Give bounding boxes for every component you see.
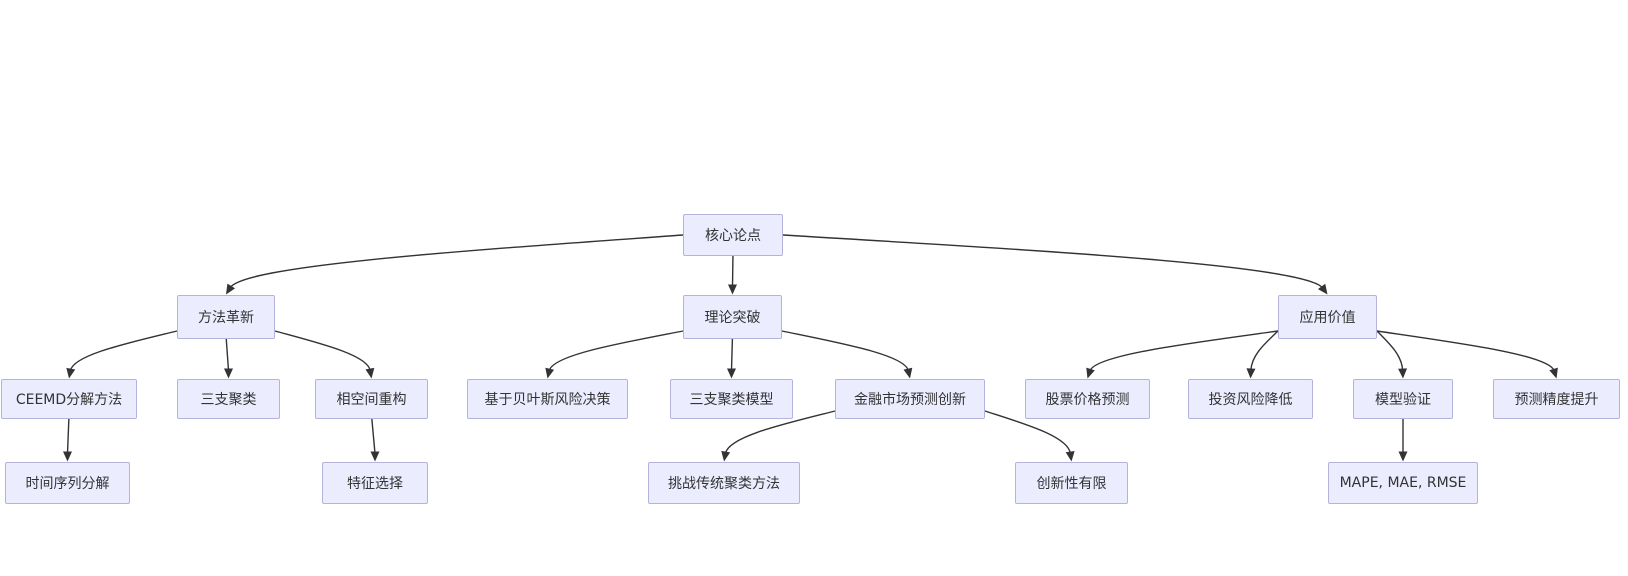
node-feature-selection: 特征选择 (322, 462, 428, 504)
node-method-innovation: 方法革新 (177, 295, 275, 339)
arrowhead-phase-space-reconstruction--feature-selection (370, 451, 380, 462)
node-time-series-decomposition: 时间序列分解 (5, 462, 130, 504)
node-phase-space-reconstruction: 相空间重构 (315, 379, 428, 419)
arrowhead-application-value--investment-risk-reduction (1246, 368, 1256, 379)
arrowhead-method-innovation--three-way-clustering (224, 368, 233, 379)
edge-phase-space-reconstruction--feature-selection (371, 418, 376, 454)
edge-core-thesis--method-innovation (229, 234, 684, 289)
arrowhead-financial-market-forecast-innovation--limited-novelty (1065, 450, 1075, 462)
arrowhead-theory-breakthrough--bayesian-risk-decision (545, 367, 555, 379)
edge-application-value--forecast-accuracy-improvement (1376, 330, 1555, 372)
node-core-thesis: 核心论点 (683, 214, 783, 256)
edge-financial-market-forecast-innovation--limited-novelty (984, 410, 1072, 454)
edge-theory-breakthrough--bayesian-risk-decision (548, 330, 684, 371)
node-financial-market-forecast-innovation: 金融市场预测创新 (835, 379, 985, 419)
node-stock-price-prediction: 股票价格预测 (1025, 379, 1150, 419)
node-error-metrics: MAPE, MAE, RMSE (1328, 462, 1478, 504)
edge-theory-breakthrough--three-way-cluster-model (730, 338, 734, 371)
arrowhead-application-value--model-validation (1398, 368, 1408, 379)
arrowhead-ceemd-decomposition--time-series-decomposition (63, 451, 72, 462)
arrowhead-core-thesis--theory-breakthrough (728, 284, 737, 295)
node-forecast-accuracy-improvement: 预测精度提升 (1493, 379, 1620, 419)
edge-financial-market-forecast-innovation--challenge-traditional-clustering (724, 410, 836, 454)
arrowhead-method-innovation--phase-space-reconstruction (365, 367, 375, 379)
arrowhead-application-value--stock-price-prediction (1086, 367, 1095, 379)
arrowhead-model-validation--error-metrics (1398, 451, 1408, 462)
arrowhead-theory-breakthrough--three-way-cluster-model (727, 368, 736, 379)
node-theory-breakthrough: 理论突破 (683, 295, 782, 339)
edge-core-thesis--application-value (782, 234, 1324, 289)
edge-method-innovation--phase-space-reconstruction (274, 330, 371, 371)
edge-application-value--stock-price-prediction (1089, 330, 1279, 372)
edge-method-innovation--ceemd-decomposition (69, 330, 178, 371)
arrowhead-application-value--forecast-accuracy-improvement (1549, 367, 1558, 379)
edge-theory-breakthrough--financial-market-forecast-innovation (781, 330, 909, 371)
edge-application-value--model-validation (1376, 330, 1404, 371)
node-challenge-traditional-clustering: 挑战传统聚类方法 (648, 462, 800, 504)
edge-ceemd-decomposition--time-series-decomposition (66, 418, 70, 454)
arrowhead-core-thesis--method-innovation (226, 283, 236, 295)
edge-method-innovation--three-way-clustering (225, 338, 230, 371)
node-limited-novelty: 创新性有限 (1015, 462, 1128, 504)
node-ceemd-decomposition: CEEMD分解方法 (1, 379, 137, 419)
node-investment-risk-reduction: 投资风险降低 (1188, 379, 1313, 419)
node-bayesian-risk-decision: 基于贝叶斯风险决策 (467, 379, 628, 419)
node-three-way-clustering: 三支聚类 (177, 379, 280, 419)
arrowhead-core-thesis--application-value (1317, 283, 1328, 295)
node-three-way-cluster-model: 三支聚类模型 (670, 379, 793, 419)
arrowhead-financial-market-forecast-innovation--challenge-traditional-clustering (721, 450, 731, 462)
arrowhead-method-innovation--ceemd-decomposition (66, 367, 76, 379)
arrowhead-theory-breakthrough--financial-market-forecast-innovation (903, 367, 913, 379)
edge-application-value--investment-risk-reduction (1250, 330, 1279, 371)
node-model-validation: 模型验证 (1353, 379, 1453, 419)
node-application-value: 应用价值 (1278, 295, 1377, 339)
